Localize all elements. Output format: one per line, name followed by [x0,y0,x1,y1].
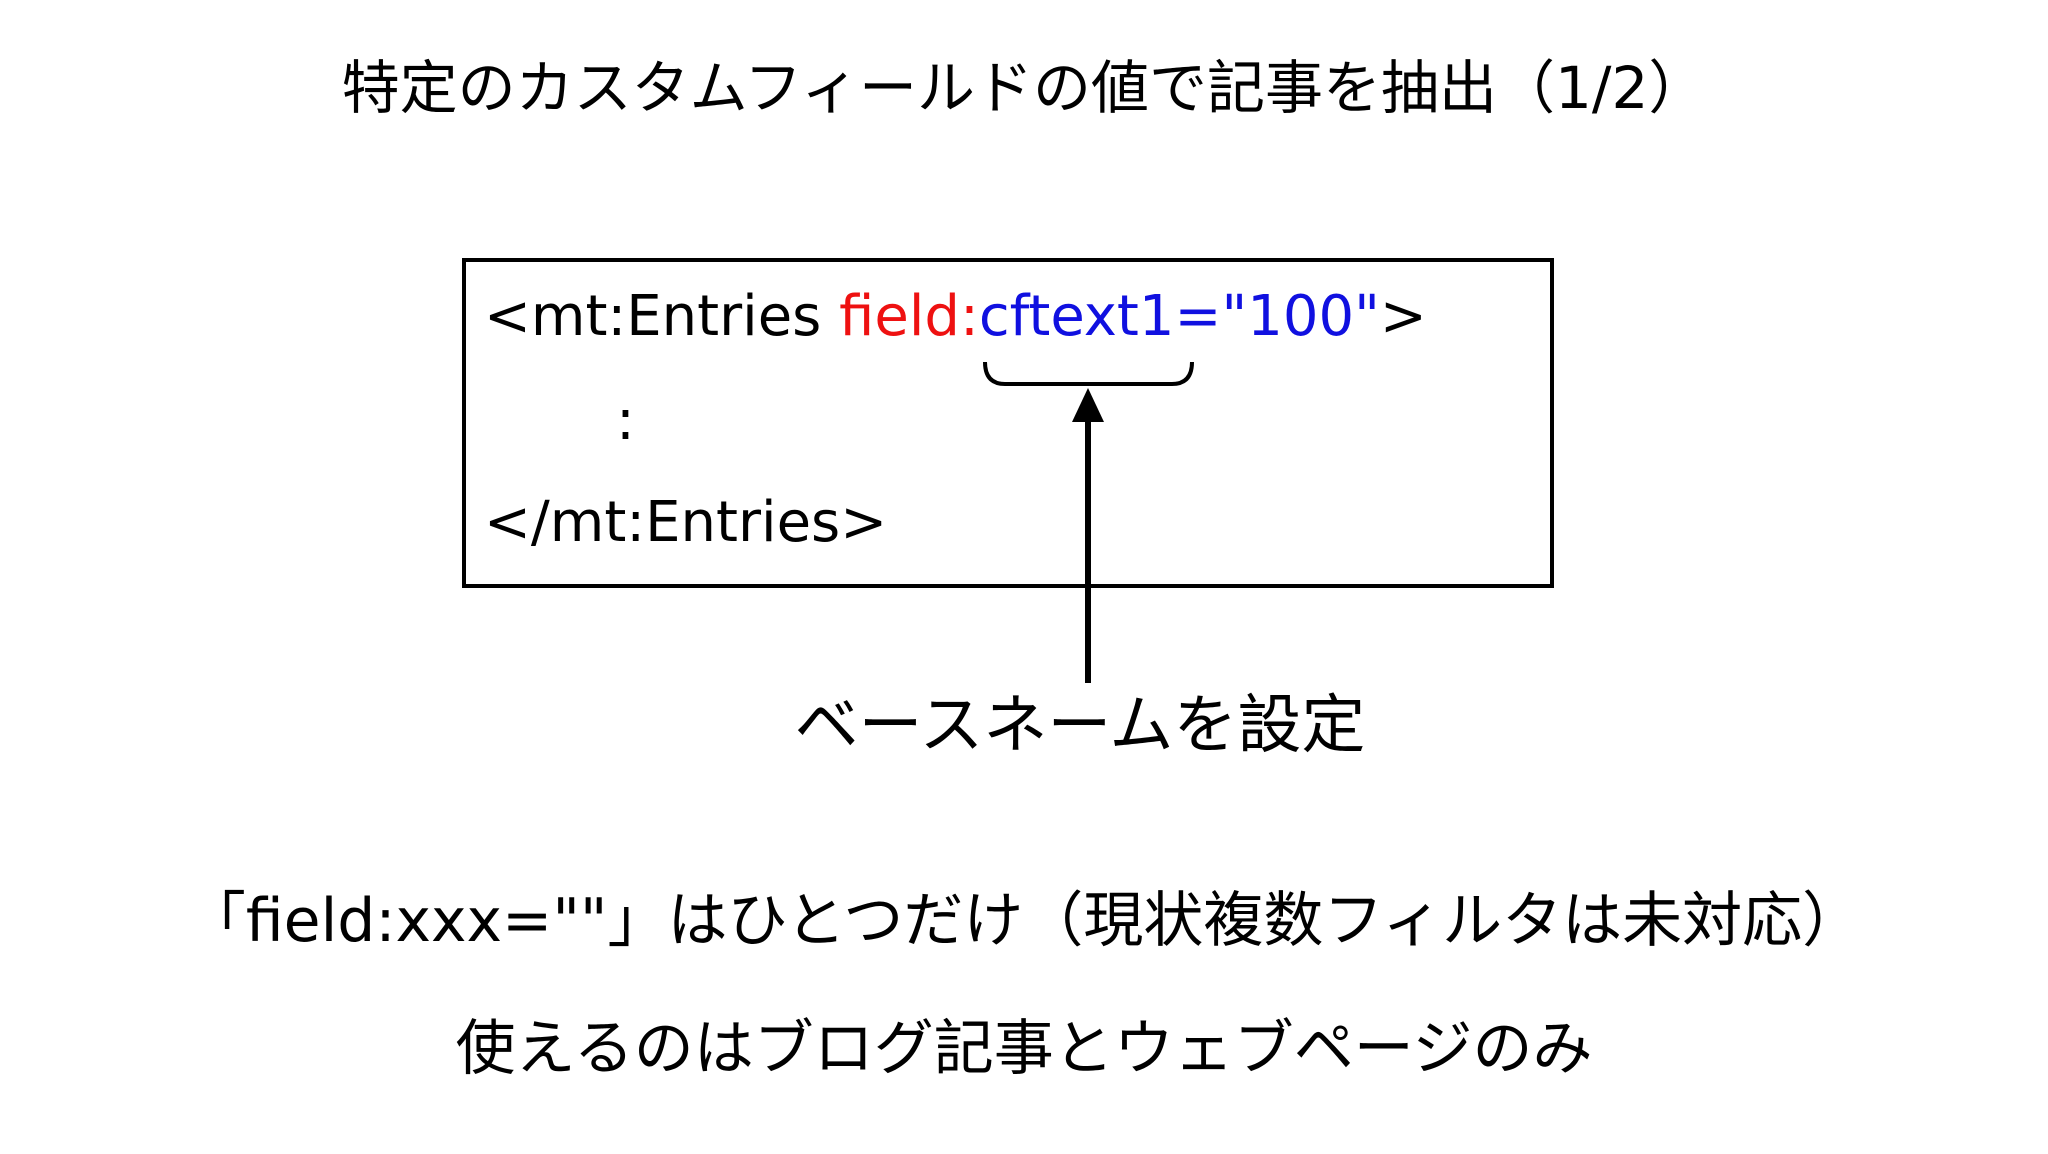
underbrace [983,361,1194,386]
code-line-close-tag: </mt:Entries> [484,490,888,555]
code-box: <mt:Entries field:cftext1="100"> : </mt:… [462,258,1554,588]
code-field-prefix: field: [839,284,979,349]
note-supported-types: 使えるのはブログ記事とウェブページのみ [455,1014,1593,1084]
code-basename-value: cftext1="100" [978,284,1380,349]
annotation-label: ベースネームを設定 [794,689,1366,763]
note-single-filter: 「field:xxx=""」はひとつだけ（現状複数フィルタは未対応） [185,886,1863,956]
code-open-token: <mt:Entries [484,284,840,349]
code-ellipsis-line: : [616,388,635,453]
arrow-head [1072,388,1104,422]
slide-title: 特定のカスタムフィールドの値で記事を抽出（1/2） [341,54,1707,122]
code-close-bracket: > [1379,284,1427,349]
code-line-open-tag: <mt:Entries field:cftext1="100"> [484,282,1427,352]
